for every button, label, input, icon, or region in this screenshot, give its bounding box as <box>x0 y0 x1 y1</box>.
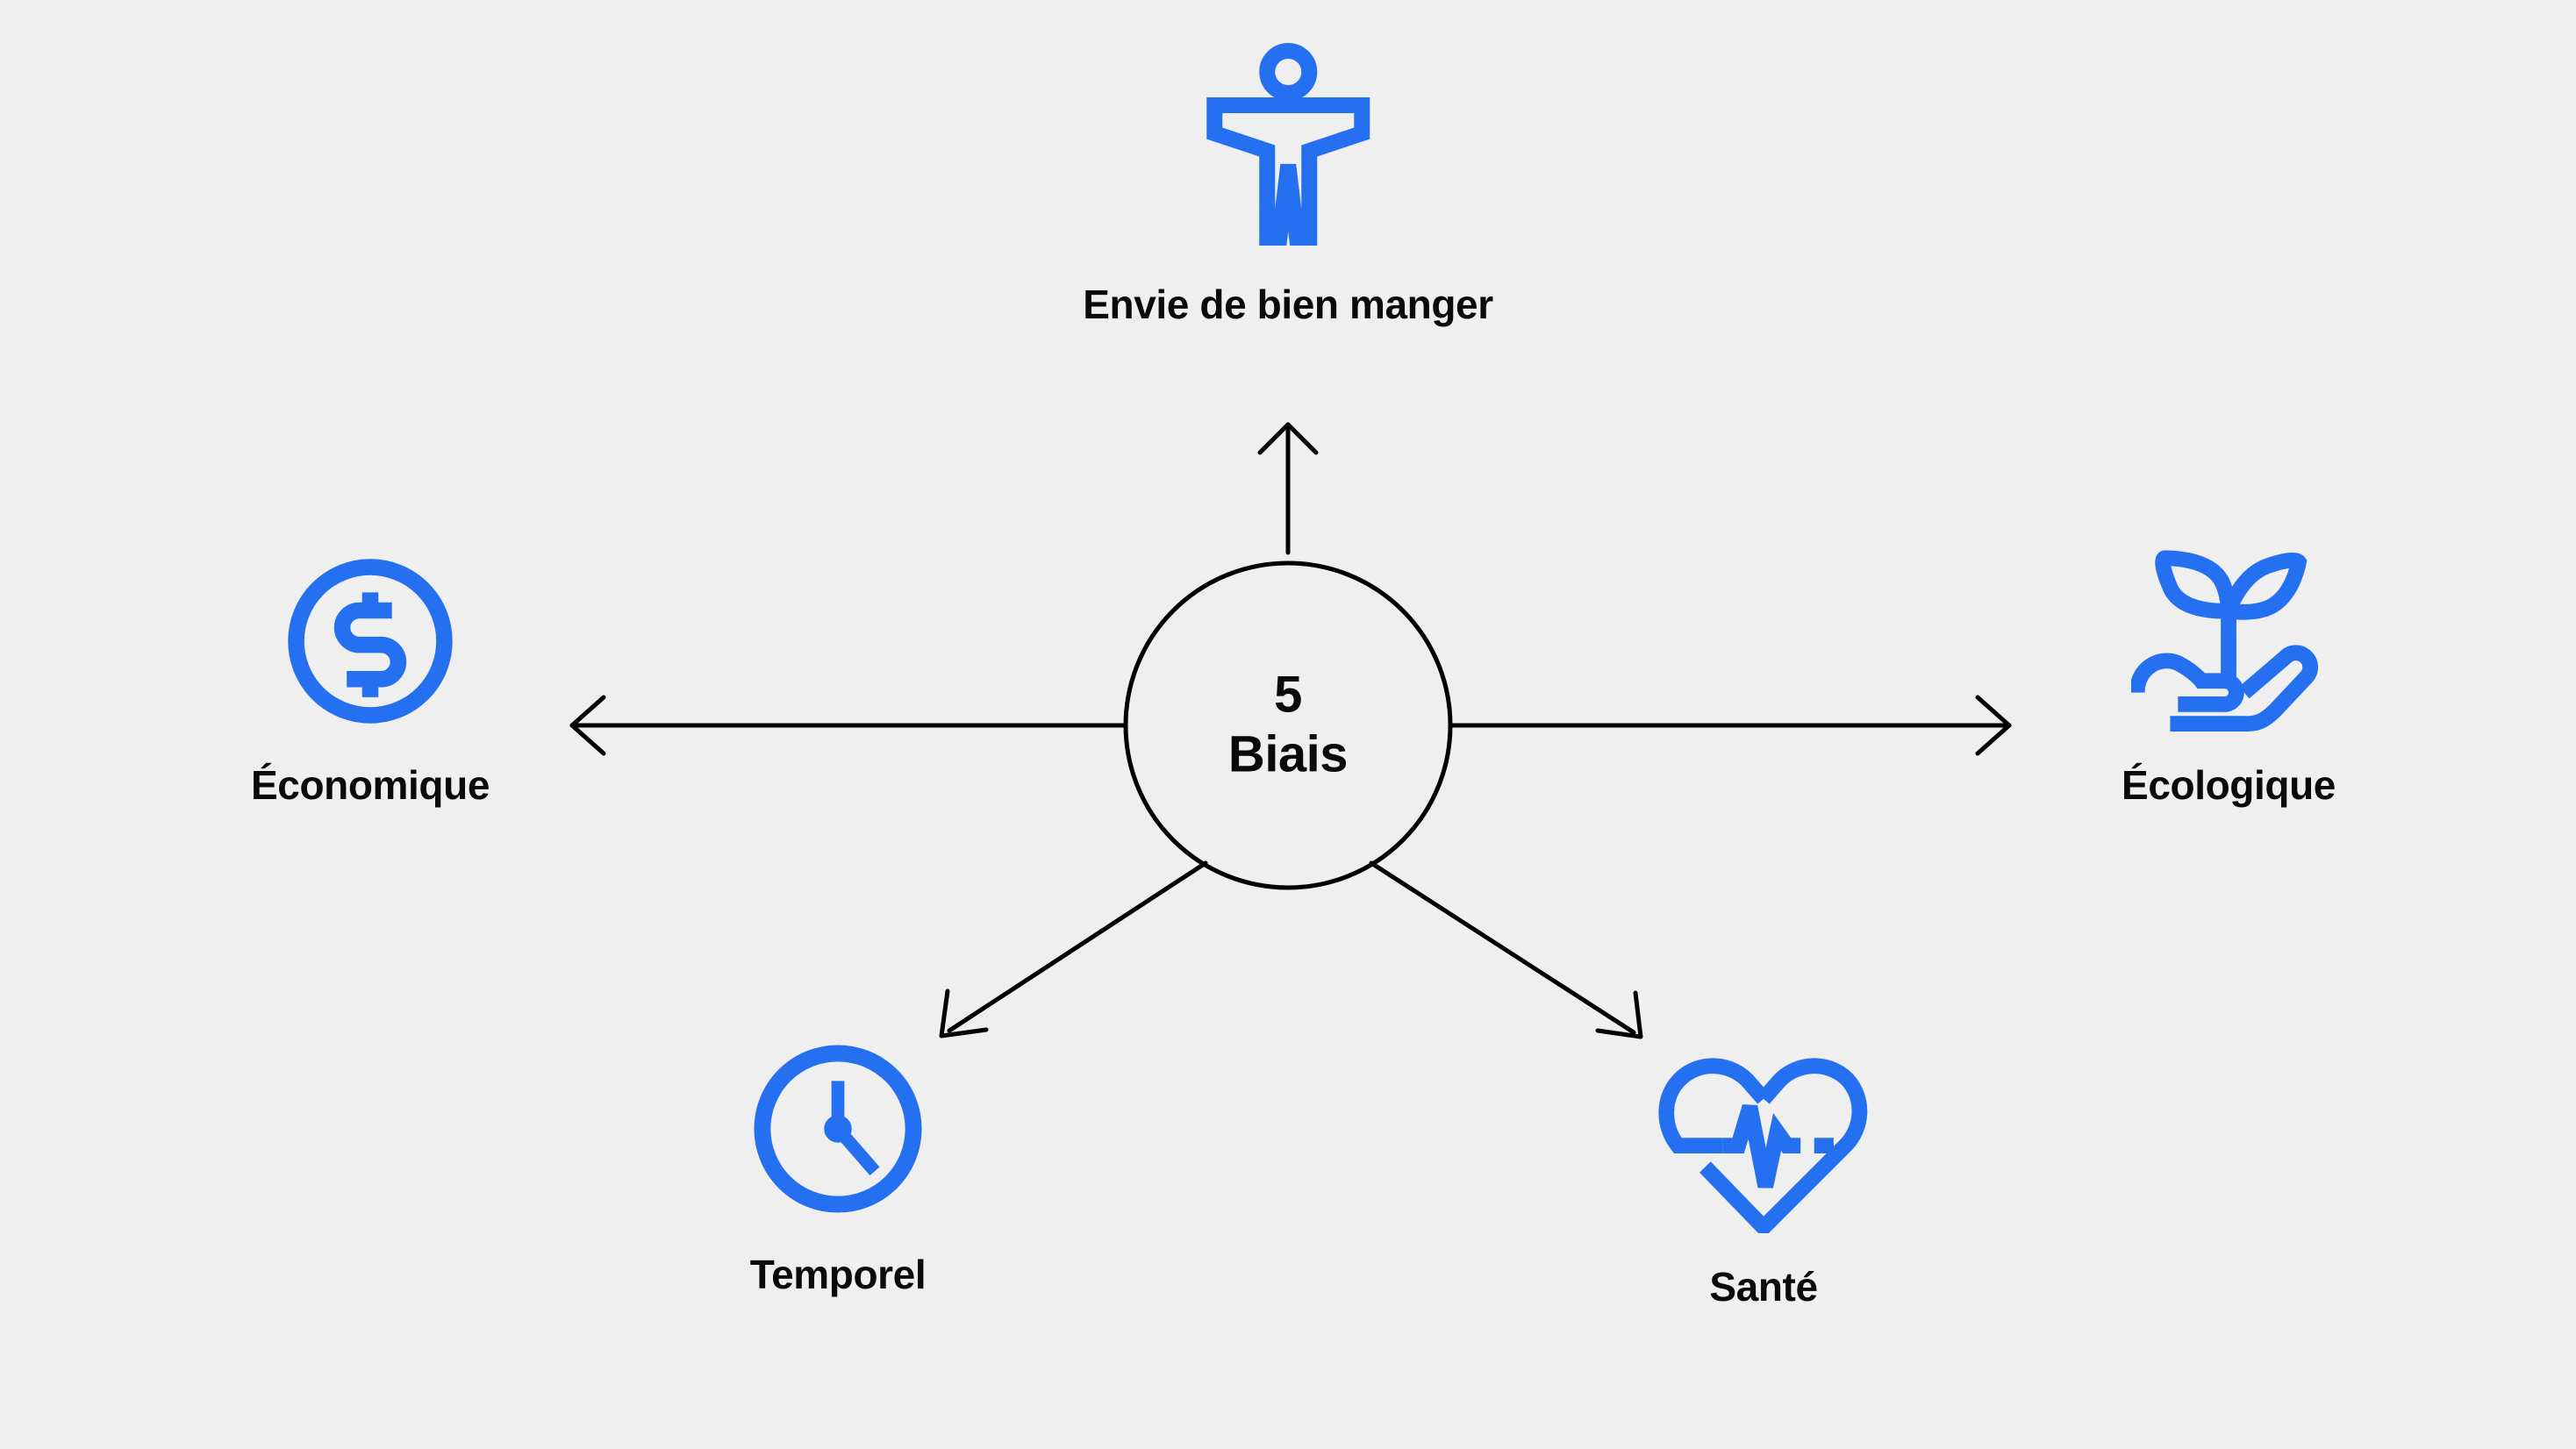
accessibility-person-icon <box>1200 42 1376 246</box>
clock-icon <box>746 1037 930 1221</box>
heart-pulse-icon <box>1658 1039 1869 1239</box>
node-label-economique: Économique <box>250 762 490 808</box>
arrow-up <box>1257 422 1319 555</box>
sprout-in-hand-icon <box>2129 537 2326 732</box>
node-envie-de-bien-manger[interactable]: Envie de bien manger <box>1083 42 1493 328</box>
arrow-down-right <box>1369 860 1643 1039</box>
hub-word: Biais <box>1227 726 1349 783</box>
node-label-ecologique: Écologique <box>2122 762 2336 808</box>
arrow-left <box>569 695 1128 756</box>
hub-label: 5 Biais <box>1227 666 1349 786</box>
dollar-coin-icon <box>280 551 461 732</box>
hub-circle <box>1123 560 1453 890</box>
arrow-down-left <box>939 860 1208 1039</box>
node-label-temporel: Temporel <box>749 1252 927 1297</box>
node-temporel[interactable]: Temporel <box>746 1037 930 1298</box>
arrow-right <box>1448 695 2012 756</box>
node-label-sante: Santé <box>1709 1264 1818 1310</box>
node-label-envie-de-bien-manger: Envie de bien manger <box>1083 282 1493 327</box>
node-sante[interactable]: Santé <box>1658 1039 1869 1310</box>
node-ecologique[interactable]: Écologique <box>2122 537 2336 809</box>
node-economique[interactable]: Économique <box>251 551 490 809</box>
hub-number: 5 <box>1274 666 1302 724</box>
